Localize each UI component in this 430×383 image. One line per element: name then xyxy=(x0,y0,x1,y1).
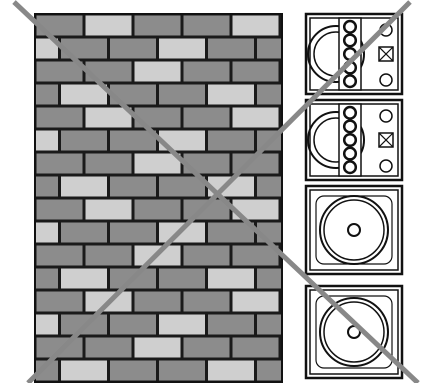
brick xyxy=(110,39,156,59)
brick xyxy=(37,246,83,266)
brick xyxy=(184,108,230,128)
tweeter-icon xyxy=(344,148,356,160)
speaker-cabinet-2 xyxy=(306,100,402,180)
brick xyxy=(184,16,230,36)
brick xyxy=(86,338,132,358)
small-port-icon xyxy=(380,74,392,86)
brick xyxy=(135,154,181,174)
tweeter-icon xyxy=(344,121,356,133)
brick xyxy=(257,361,303,381)
brick xyxy=(257,315,303,335)
brick xyxy=(110,223,156,243)
brick xyxy=(135,16,181,36)
brick xyxy=(61,269,107,289)
brick xyxy=(233,246,279,266)
brick xyxy=(233,62,279,82)
brick xyxy=(208,315,254,335)
speaker-cabinet-4 xyxy=(306,286,402,378)
brick xyxy=(208,131,254,151)
brick xyxy=(37,292,83,312)
brick xyxy=(257,39,303,59)
brick xyxy=(61,131,107,151)
brick xyxy=(233,338,279,358)
brick xyxy=(86,16,132,36)
brick xyxy=(86,154,132,174)
brick xyxy=(86,200,132,220)
brick xyxy=(110,361,156,381)
brick xyxy=(135,338,181,358)
brick xyxy=(110,131,156,151)
brick xyxy=(184,292,230,312)
brick xyxy=(208,223,254,243)
tweeter-icon xyxy=(344,134,356,146)
brick xyxy=(110,177,156,197)
brick xyxy=(61,361,107,381)
brick xyxy=(233,292,279,312)
speaker-cabinet-3 xyxy=(306,186,402,274)
tweeter-icon xyxy=(344,107,356,119)
brick xyxy=(208,361,254,381)
brick xyxy=(159,85,205,105)
brick xyxy=(159,269,205,289)
brick xyxy=(86,246,132,266)
brick xyxy=(61,85,107,105)
brick xyxy=(86,108,132,128)
brick xyxy=(37,62,83,82)
tweeter-icon xyxy=(344,75,356,87)
brick xyxy=(110,315,156,335)
brick xyxy=(159,361,205,381)
brick xyxy=(159,315,205,335)
brick xyxy=(208,39,254,59)
brick xyxy=(233,16,279,36)
brick xyxy=(61,177,107,197)
brick xyxy=(135,292,181,312)
brick xyxy=(37,154,83,174)
brick xyxy=(257,269,303,289)
brick xyxy=(37,108,83,128)
brick xyxy=(184,338,230,358)
brick xyxy=(184,62,230,82)
brick xyxy=(208,269,254,289)
tweeter-icon xyxy=(344,21,356,33)
brick xyxy=(37,200,83,220)
tweeter-icon xyxy=(344,161,356,173)
brick-wall xyxy=(12,14,328,382)
small-port-icon xyxy=(380,110,392,122)
brick xyxy=(208,85,254,105)
brick xyxy=(159,177,205,197)
brick xyxy=(61,223,107,243)
brick xyxy=(135,200,181,220)
brick xyxy=(135,62,181,82)
small-port-icon xyxy=(380,160,392,172)
brick xyxy=(184,246,230,266)
dust-cap-icon xyxy=(348,224,360,236)
brick xyxy=(257,177,303,197)
brick xyxy=(233,108,279,128)
tweeter-icon xyxy=(344,35,356,47)
brick xyxy=(257,85,303,105)
brick xyxy=(159,39,205,59)
